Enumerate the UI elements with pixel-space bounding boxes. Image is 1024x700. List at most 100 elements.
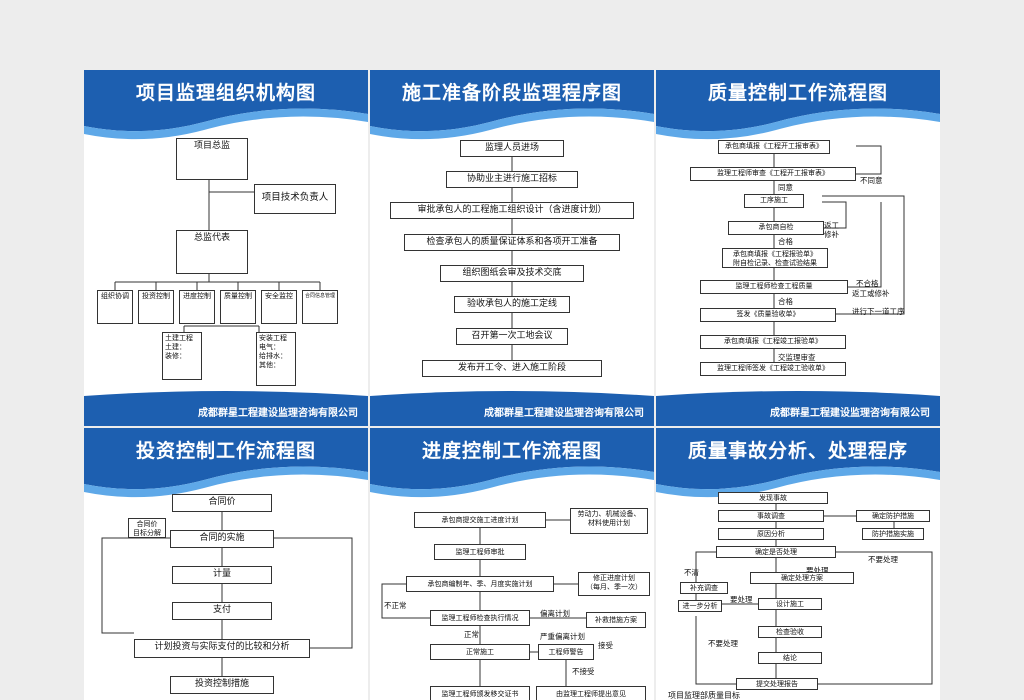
- step-box: 监理工程师检查执行情况: [430, 610, 530, 626]
- install-box: 安装工程电气：给排水：其他：: [256, 332, 296, 386]
- label-severe: 严重偏离计划: [540, 632, 585, 641]
- panel-footer: 成都群星工程建设监理咨询有限公司: [656, 390, 940, 426]
- extra-box: 进一步分析: [678, 600, 722, 612]
- resource-box: 劳动力、机械设备、材料使用计划: [570, 508, 648, 534]
- rep-box: 总监代表: [176, 230, 248, 274]
- panel-header: 进度控制工作流程图: [370, 428, 654, 500]
- connector-lines: [773, 145, 905, 362]
- step-box: 监理工程师颁发移交证书: [430, 686, 530, 700]
- panel-title: 进度控制工作流程图: [421, 440, 602, 462]
- panel-header: 施工准备阶段监理程序图: [370, 70, 654, 142]
- step-box: 召开第一次工地会议: [456, 328, 568, 345]
- header-wave: [370, 70, 654, 140]
- tech-box: 项目技术负责人: [254, 184, 336, 214]
- panel-footer: 成都群星工程建设监理咨询有限公司: [370, 390, 654, 426]
- step-box: 验收承包人的施工定线: [454, 296, 570, 313]
- panel-investment-control: 投资控制工作流程图 合同价 合同价目标分解 合同的实施 计量 支付 计划投资与实…: [84, 428, 368, 700]
- label-no-need: 不要处理: [868, 555, 898, 564]
- label-fail: 不合格: [856, 279, 879, 288]
- quality-target: 项目监理部质量目标: [668, 691, 740, 700]
- revise-box: 修正进度计划（每月、季一次）: [578, 572, 650, 596]
- panel-header: 质量控制工作流程图: [656, 70, 940, 142]
- step-box: 计量: [172, 566, 272, 584]
- measure-box: 补救措施方案: [586, 612, 646, 628]
- step-box: 确定处理方案: [750, 572, 854, 584]
- dept-box: 安全监控: [261, 290, 297, 324]
- panel-preparation: 施工准备阶段监理程序图 监理人员进场 协助业主进行施工招标 审批承包人的工程施工…: [370, 70, 654, 426]
- label-need: 要处理: [730, 595, 753, 604]
- step-box: 审批承包人的工程施工组织设计（含进度计划）: [390, 202, 634, 219]
- step-box: 检查验收: [758, 626, 822, 638]
- dept-box: 进度控制: [179, 290, 215, 324]
- step-box: 提交处理报告: [736, 678, 818, 690]
- protect-box: 防护措施实施: [862, 528, 924, 540]
- label-next: 进行下一道工序: [852, 307, 905, 316]
- footer-wave: [656, 391, 940, 426]
- dept-box: 投资控制: [138, 290, 174, 324]
- company-name: 成都群星工程建设监理咨询有限公司: [770, 408, 930, 419]
- step-box: 计划投资与实际支付的比较和分析: [134, 639, 310, 658]
- step-box: 合同价: [172, 494, 272, 512]
- dept-box: 质量控制: [220, 290, 256, 324]
- step-box: 设计施工: [758, 598, 822, 610]
- dept-box: 组织协调: [97, 290, 133, 324]
- step-box: 监理工程师检查工程质量: [700, 280, 848, 294]
- connector-lines: [511, 157, 513, 360]
- step-box: 工序施工: [744, 194, 804, 208]
- header-wave: [84, 428, 368, 498]
- label-normal: 正常: [464, 630, 479, 639]
- step-box: 支付: [172, 602, 272, 620]
- header-wave: [656, 428, 940, 498]
- panel-title: 质量控制工作流程图: [707, 82, 888, 104]
- footer-wave: [370, 391, 654, 426]
- label-deviate: 偏离计划: [540, 609, 570, 618]
- step-box: 检查承包人的质量保证体系和各项开工准备: [404, 234, 620, 251]
- label-no-need: 不要处理: [708, 639, 738, 648]
- step-box: 组织图纸会审及技术交底: [440, 265, 584, 282]
- opinion-box: 由监理工程师提出意见: [536, 686, 646, 700]
- panel-title: 施工准备阶段监理程序图: [401, 82, 622, 104]
- step-box: 承包商编制年、季、月度实施计划: [406, 576, 554, 592]
- connector-lines: [101, 512, 353, 676]
- label-accept: 接受: [598, 641, 613, 650]
- label-agree: 同意: [778, 183, 793, 192]
- chief-box: 项目总监: [176, 138, 248, 180]
- panel-quality-control: 质量控制工作流程图 承包商填报《工程开工报审表》 监理工程师审查《工程开工报审表…: [656, 70, 940, 426]
- step-box: 结论: [758, 652, 822, 664]
- label-review: 交监理审查: [778, 353, 816, 362]
- protect-box: 确定防护措施: [856, 510, 930, 522]
- step-box: 承包商填报《工程竣工报验单》: [700, 335, 846, 349]
- step-box: 发布开工令、进入施工阶段: [422, 360, 602, 377]
- panel-title: 投资控制工作流程图: [135, 440, 316, 462]
- label-disagree: 不同意: [860, 176, 883, 185]
- civil-box: 土建工程土建：装修：: [162, 332, 202, 380]
- label-pass: 合格: [778, 237, 793, 246]
- label-rework: 返工: [824, 221, 839, 230]
- panel-header: 项目监理组织机构图: [84, 70, 368, 142]
- label-abnormal: 不正常: [384, 601, 407, 610]
- label-not-accept: 不接受: [572, 667, 595, 676]
- header-wave: [84, 70, 368, 140]
- extra-box: 补充调查: [680, 582, 728, 594]
- company-name: 成都群星工程建设监理咨询有限公司: [198, 408, 358, 419]
- connector-lines: [381, 519, 586, 686]
- step-box: 确定是否处理: [716, 546, 836, 558]
- panel-title: 质量事故分析、处理程序: [687, 440, 908, 462]
- step-box: 发现事故: [718, 492, 828, 504]
- panel-header: 投资控制工作流程图: [84, 428, 368, 500]
- header-wave: [656, 70, 940, 140]
- step-box: 监理工程师审批: [434, 544, 526, 560]
- label-repair: 修补: [824, 230, 839, 239]
- warning-box: 工程师警告: [538, 644, 594, 660]
- step-box: 投资控制措施: [170, 676, 274, 694]
- panel-footer: 成都群星工程建设监理咨询有限公司: [84, 390, 368, 426]
- connector-lines: [114, 180, 321, 332]
- header-wave: [370, 428, 654, 498]
- step-box: 承包商自检: [728, 221, 824, 235]
- label-rework-repair: 返工或修补: [852, 289, 890, 298]
- step-box: 合同的实施: [170, 530, 274, 548]
- label-unclear: 不清: [684, 568, 699, 577]
- step-box: 事故调查: [718, 510, 824, 522]
- step-box: 监理工程师签发《工程竣工验收单》: [700, 362, 846, 376]
- panel-title: 项目监理组织机构图: [135, 82, 316, 104]
